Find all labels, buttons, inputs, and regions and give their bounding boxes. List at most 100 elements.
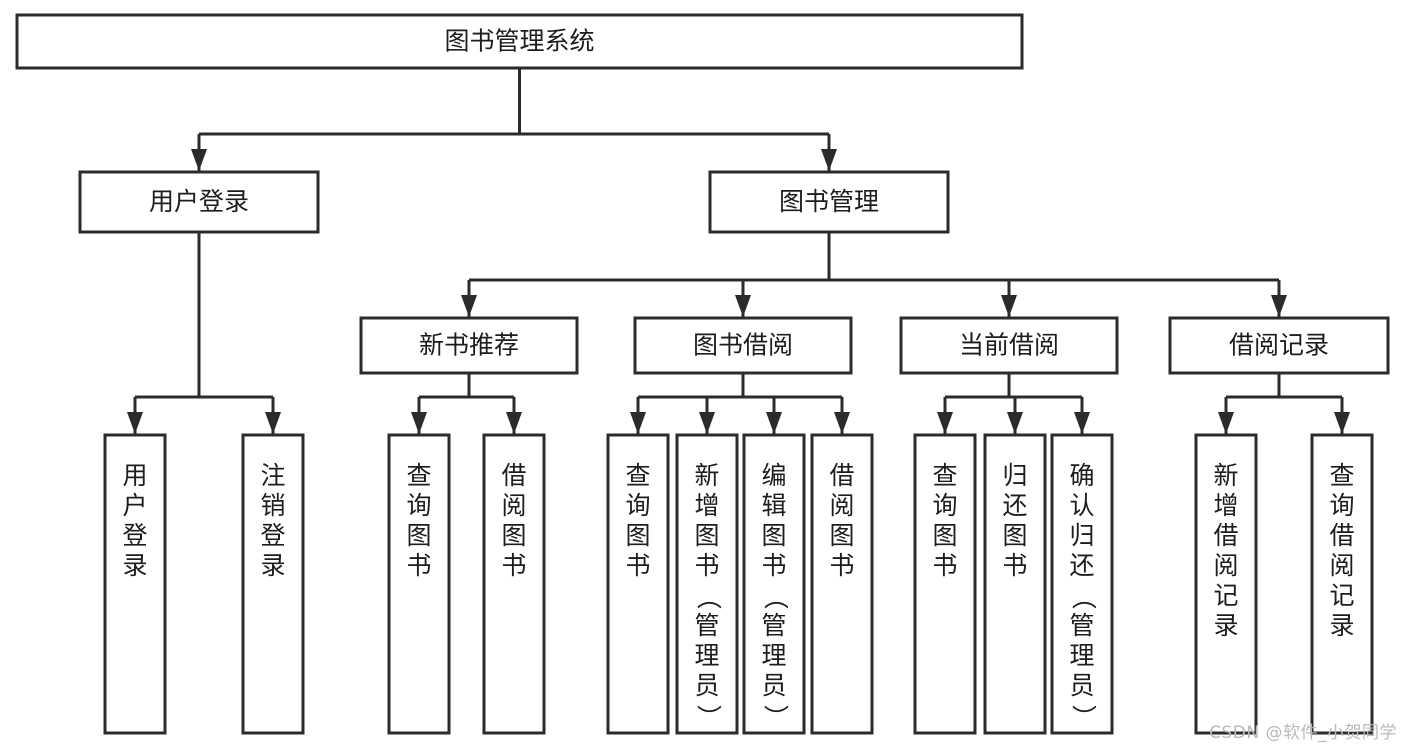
node-label-char: ） xyxy=(1069,704,1098,729)
node-box-leaf-edit-book[interactable] xyxy=(742,433,806,735)
node-box-leaf-query-record[interactable] xyxy=(1310,433,1374,735)
node-label-char: 阅 xyxy=(1213,551,1238,580)
node-label-char: 员 xyxy=(761,671,786,700)
node-label-borrow: 图书借阅 xyxy=(693,331,793,360)
node-box-root[interactable] xyxy=(15,13,1024,70)
node-box-leaf-return-book[interactable] xyxy=(983,433,1047,735)
node-box-current[interactable] xyxy=(899,316,1119,375)
node-label-char: 管 xyxy=(1069,611,1094,640)
node-label-char: 书 xyxy=(625,551,650,580)
node-label-char: 员 xyxy=(1069,671,1094,700)
node-borrow[interactable]: 图书借阅 xyxy=(633,316,853,375)
watermark-label: CSDN @软件_小贺同学 xyxy=(1209,723,1397,743)
node-label-char: （ xyxy=(1069,584,1098,609)
node-label-char: 管 xyxy=(761,611,786,640)
connector-group-borrow xyxy=(630,373,850,434)
node-label-char: ） xyxy=(694,704,723,729)
node-box-leaf-borrow-new[interactable] xyxy=(482,433,546,735)
node-box-leaf-query-book[interactable] xyxy=(606,433,670,735)
connector-group-bookmgmt xyxy=(461,232,1287,317)
node-box-leaf-query-new[interactable] xyxy=(387,433,451,735)
connector-group-current xyxy=(937,373,1090,434)
node-label-char: 增 xyxy=(1213,491,1238,520)
node-label-char: 书 xyxy=(694,551,719,580)
node-bookmgmt[interactable]: 图书管理 xyxy=(708,170,950,234)
connector-group-newbook xyxy=(411,373,522,434)
connector-group-root xyxy=(191,68,837,171)
node-label-char: 录 xyxy=(1213,611,1238,640)
node-box-newbook[interactable] xyxy=(359,316,579,375)
node-label-char: 理 xyxy=(761,641,786,670)
node-box-bookmgmt[interactable] xyxy=(708,170,950,234)
node-box-records[interactable] xyxy=(1168,316,1390,375)
node-label-root: 图书管理系统 xyxy=(444,27,594,56)
node-root[interactable]: 图书管理系统 xyxy=(15,13,1024,70)
node-box-leaf-add-record[interactable] xyxy=(1194,433,1258,735)
node-label-char: 查 xyxy=(406,461,431,490)
node-label-char: 录 xyxy=(1329,611,1354,640)
node-label-char: ） xyxy=(761,704,790,729)
node-label-char: 借 xyxy=(1213,521,1238,550)
node-label-bookmgmt: 图书管理 xyxy=(779,187,879,216)
node-box-leaf-logout[interactable] xyxy=(241,433,305,735)
node-label-records: 借阅记录 xyxy=(1229,331,1329,360)
node-label-char: 书 xyxy=(761,551,786,580)
node-label-char: 销 xyxy=(260,491,285,520)
node-label-char: 书 xyxy=(406,551,431,580)
node-label-char: 借 xyxy=(501,461,526,490)
node-label-login: 用户登录 xyxy=(149,187,249,216)
node-label-char: 图 xyxy=(694,521,719,550)
node-box-leaf-add-book[interactable] xyxy=(675,433,739,735)
node-label-char: 图 xyxy=(829,521,854,550)
node-leaf-user-login[interactable]: 用户登录 xyxy=(103,433,167,735)
node-label-char: 书 xyxy=(932,551,957,580)
node-label-char: （ xyxy=(761,584,790,609)
node-box-borrow[interactable] xyxy=(633,316,853,375)
node-label-char: 还 xyxy=(1069,551,1094,580)
node-label-char: 阅 xyxy=(1329,551,1354,580)
node-label-char: 书 xyxy=(829,551,854,580)
node-box-leaf-borrow-book[interactable] xyxy=(810,433,874,735)
node-login[interactable]: 用户登录 xyxy=(78,170,320,234)
node-label-char: （ xyxy=(694,584,723,609)
node-label-char: 查 xyxy=(932,461,957,490)
node-newbook[interactable]: 新书推荐 xyxy=(359,316,579,375)
node-box-leaf-user-login[interactable] xyxy=(103,433,167,735)
connector-group-records xyxy=(1218,373,1350,434)
node-label-char: 登 xyxy=(122,521,147,550)
node-label-char: 确 xyxy=(1069,461,1094,490)
node-box-leaf-confirm-ret[interactable] xyxy=(1050,433,1114,735)
node-label-char: 借 xyxy=(1329,521,1354,550)
node-label-char: 理 xyxy=(694,641,719,670)
node-label-char: 询 xyxy=(406,491,431,520)
node-label-char: 增 xyxy=(694,491,719,520)
node-label-char: 用 xyxy=(122,461,147,490)
node-label-char: 编 xyxy=(761,461,786,490)
node-label-char: 录 xyxy=(260,551,285,580)
node-label-char: 图 xyxy=(1002,521,1027,550)
node-label-char: 员 xyxy=(694,671,719,700)
node-label-char: 新 xyxy=(694,461,719,490)
node-label-char: 图 xyxy=(625,521,650,550)
node-label-char: 询 xyxy=(625,491,650,520)
node-label-char: 归 xyxy=(1002,461,1027,490)
node-box-leaf-query-cur[interactable] xyxy=(913,433,977,735)
node-label-char: 书 xyxy=(501,551,526,580)
node-label-char: 登 xyxy=(260,521,285,550)
node-records[interactable]: 借阅记录 xyxy=(1168,316,1390,375)
connector-group-login xyxy=(127,232,281,434)
node-box-login[interactable] xyxy=(78,170,320,234)
node-current[interactable]: 当前借阅 xyxy=(899,316,1119,375)
